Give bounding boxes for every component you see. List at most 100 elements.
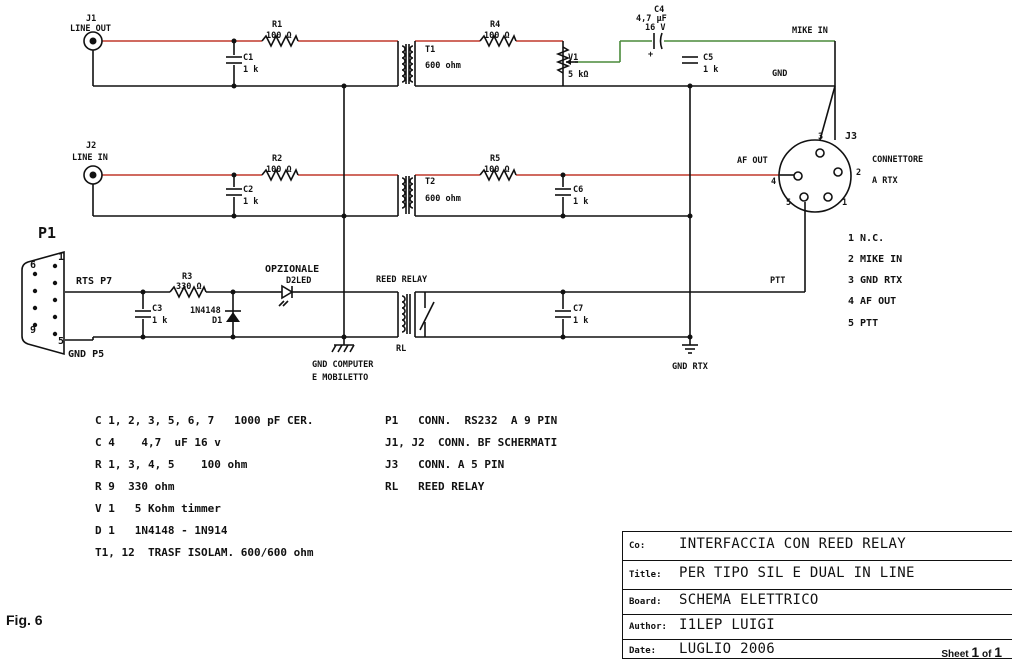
bom-line: T1, 12 TRASF ISOLAM. 600/600 ohm <box>95 546 314 559</box>
diode-d1: 1N4148 D1 <box>190 306 241 326</box>
svg-text:1: 1 <box>58 252 64 263</box>
svg-text:1 k: 1 k <box>573 197 588 207</box>
bom-line: C 1, 2, 3, 5, 6, 7 1000 pF CER. <box>95 414 314 427</box>
svg-text:3: 3 <box>818 132 823 142</box>
capacitor-c6: C6 1 k <box>555 185 588 207</box>
svg-text:1 N.C.: 1 N.C. <box>848 233 884 244</box>
pin-legend: 1 N.C. 2 MIKE IN 3 GND RTX 4 AF OUT 5 PT… <box>848 233 902 329</box>
board-key: Board: <box>629 597 662 607</box>
bom-line: C 4 4,7 uF 16 v <box>95 436 221 449</box>
sheet-number: 1 <box>971 644 980 660</box>
svg-text:100 Ω: 100 Ω <box>266 31 292 41</box>
svg-text:100 Ω: 100 Ω <box>484 31 510 41</box>
capacitor-c7: C7 1 k <box>555 304 588 326</box>
svg-text:R4: R4 <box>490 20 500 30</box>
svg-text:5 kΩ: 5 kΩ <box>568 70 588 80</box>
svg-text:3 GND RTX: 3 GND RTX <box>848 275 902 286</box>
bom-line: D 1 1N4148 - 1N914 <box>95 524 228 537</box>
date-key: Date: <box>629 646 657 656</box>
j1-jack: J1 LINE OUT <box>70 14 111 51</box>
svg-text:C1: C1 <box>243 53 253 63</box>
svg-text:GND: GND <box>772 69 787 79</box>
svg-text:RL: RL <box>396 344 406 354</box>
svg-text:P1: P1 <box>38 224 56 242</box>
svg-text:J1: J1 <box>86 14 96 24</box>
svg-text:E MOBILETTO: E MOBILETTO <box>312 373 368 383</box>
svg-text:C4: C4 <box>654 5 664 15</box>
author-key: Author: <box>629 622 667 632</box>
trimmer-v1: V1 5 kΩ <box>555 46 588 80</box>
svg-text:D1: D1 <box>212 316 222 326</box>
row3-wires <box>65 202 806 341</box>
svg-text:C3: C3 <box>152 304 162 314</box>
svg-text:GND P5: GND P5 <box>68 349 104 360</box>
company-key: Co: <box>629 541 646 551</box>
title-block-date: Date: LUGLIO 2006 Sheet 1 of 1 <box>623 640 1012 662</box>
gnd-computer-symbol: GND COMPUTER E MOBILETTO <box>312 344 374 383</box>
svg-text:9: 9 <box>30 325 36 336</box>
svg-text:1 k: 1 k <box>243 197 258 207</box>
svg-text:16 V: 16 V <box>645 23 665 33</box>
svg-text:R1: R1 <box>272 20 282 30</box>
transformer-t1: T1 600 ohm <box>397 41 461 86</box>
svg-text:330 Ω: 330 Ω <box>176 282 202 292</box>
p1-db9-connector: 1 6 9 5 P1 RTS P7 GND P5 <box>21 224 112 360</box>
svg-text:1 k: 1 k <box>703 65 718 75</box>
junction-dots <box>140 38 693 340</box>
resistor-r4: R4 100 Ω <box>479 20 517 48</box>
svg-text:4: 4 <box>771 177 776 187</box>
title-key: Title: <box>629 570 662 580</box>
svg-text:1: 1 <box>842 198 847 208</box>
svg-text:LED: LED <box>296 276 311 286</box>
title-block-title: Title: PER TIPO SIL E DUAL IN LINE <box>623 561 1012 590</box>
svg-text:1 k: 1 k <box>573 316 588 326</box>
bom-line: V 1 5 Kohm timmer <box>95 502 221 515</box>
title-block-company: Co: INTERFACCIA CON REED RELAY <box>623 532 1012 561</box>
svg-text:5: 5 <box>786 198 791 208</box>
svg-text:A RTX: A RTX <box>872 176 898 186</box>
gnd-rtx-symbol: GND RTX <box>672 344 708 372</box>
svg-text:4 AF OUT: 4 AF OUT <box>848 296 896 307</box>
svg-text:C2: C2 <box>243 185 253 195</box>
sheet-total: 1 <box>994 644 1002 660</box>
led-d2: D2 OPZIONALE LED <box>265 264 319 307</box>
capacitor-c2: C2 1 k <box>226 185 258 207</box>
svg-text:C6: C6 <box>573 185 583 195</box>
date-value: LUGLIO 2006 <box>679 641 776 657</box>
svg-text:5 PTT: 5 PTT <box>848 318 878 329</box>
svg-text:PTT: PTT <box>770 276 785 286</box>
svg-text:D2: D2 <box>286 276 296 286</box>
svg-text:RTS P7: RTS P7 <box>76 276 112 287</box>
svg-text:LINE IN: LINE IN <box>72 153 108 163</box>
j2-jack: J2 LINE IN <box>72 141 108 185</box>
svg-text:600 ohm: 600 ohm <box>425 194 461 204</box>
svg-text:4,7 μF: 4,7 μF <box>636 14 667 24</box>
figure-label: Fig. 6 <box>6 612 43 628</box>
svg-text:OPZIONALE: OPZIONALE <box>265 264 319 275</box>
svg-text:T2: T2 <box>425 177 435 187</box>
resistor-r3: R3 330 Ω <box>169 272 207 299</box>
bom-left-column: C 1, 2, 3, 5, 6, 7 1000 pF CER. C 4 4,7 … <box>95 414 365 568</box>
svg-text:1 k: 1 k <box>152 316 167 326</box>
svg-text:1N4148: 1N4148 <box>190 306 221 316</box>
bom-line: R 1, 3, 4, 5 100 ohm <box>95 458 248 471</box>
svg-text:MIKE IN: MIKE IN <box>792 26 828 36</box>
bom-line: R 9 330 ohm <box>95 480 175 493</box>
svg-text:J2: J2 <box>86 141 96 151</box>
svg-text:100 Ω: 100 Ω <box>266 165 292 175</box>
svg-text:LINE OUT: LINE OUT <box>70 24 111 34</box>
row1-wires <box>92 40 836 141</box>
capacitor-c3: C3 1 k <box>135 304 167 326</box>
resistor-r2: R2 100 Ω <box>261 154 299 182</box>
svg-text:J3: J3 <box>845 131 857 142</box>
title-block-author: Author: I1LEP LUIGI <box>623 615 1012 640</box>
svg-text:1 k: 1 k <box>243 65 258 75</box>
svg-text:R5: R5 <box>490 154 500 164</box>
net-labels: MIKE IN GND AF OUT PTT <box>737 26 828 286</box>
company-value: INTERFACCIA CON REED RELAY <box>679 536 906 552</box>
sheet-indicator: Sheet 1 of 1 <box>941 644 1002 660</box>
title-block: Co: INTERFACCIA CON REED RELAY Title: PE… <box>622 531 1012 662</box>
svg-text:100 Ω: 100 Ω <box>484 165 510 175</box>
bom-right-column: P1 CONN. RS232 A 9 PIN J1, J2 CONN. BF S… <box>385 414 645 502</box>
